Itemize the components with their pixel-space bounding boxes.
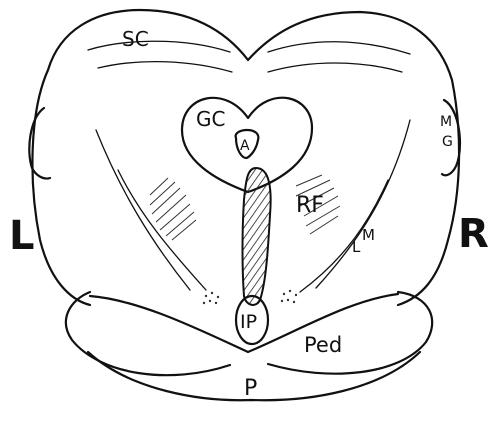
label-lm-m: M xyxy=(362,226,375,244)
label-lm-l: L xyxy=(352,238,361,256)
right-side-label: R xyxy=(458,211,489,257)
label-gc: GC xyxy=(196,107,225,131)
left-tract-line-inner xyxy=(118,170,206,290)
label-rf: RF xyxy=(296,193,324,218)
label-sc: SC xyxy=(122,27,149,51)
left-reticular-hatch xyxy=(150,178,196,240)
label-mg-bottom: G xyxy=(442,134,453,150)
right-colliculus-arc-upper xyxy=(268,42,410,54)
superior-colliculus-arc-upper xyxy=(88,41,230,52)
left-tract-line-outer xyxy=(96,130,190,290)
right-tract-line-outer xyxy=(316,120,410,288)
label-a: A xyxy=(240,138,250,154)
label-ip: IP xyxy=(240,311,257,333)
label-p: P xyxy=(244,376,257,401)
hatched-midline-structure xyxy=(243,168,271,305)
label-mg-top: M xyxy=(440,114,452,130)
right-colliculus-arc-lower xyxy=(268,63,402,72)
label-ped: Ped xyxy=(304,333,342,357)
left-side-label: L xyxy=(9,213,35,259)
superior-colliculus-arc-lower xyxy=(98,62,232,72)
